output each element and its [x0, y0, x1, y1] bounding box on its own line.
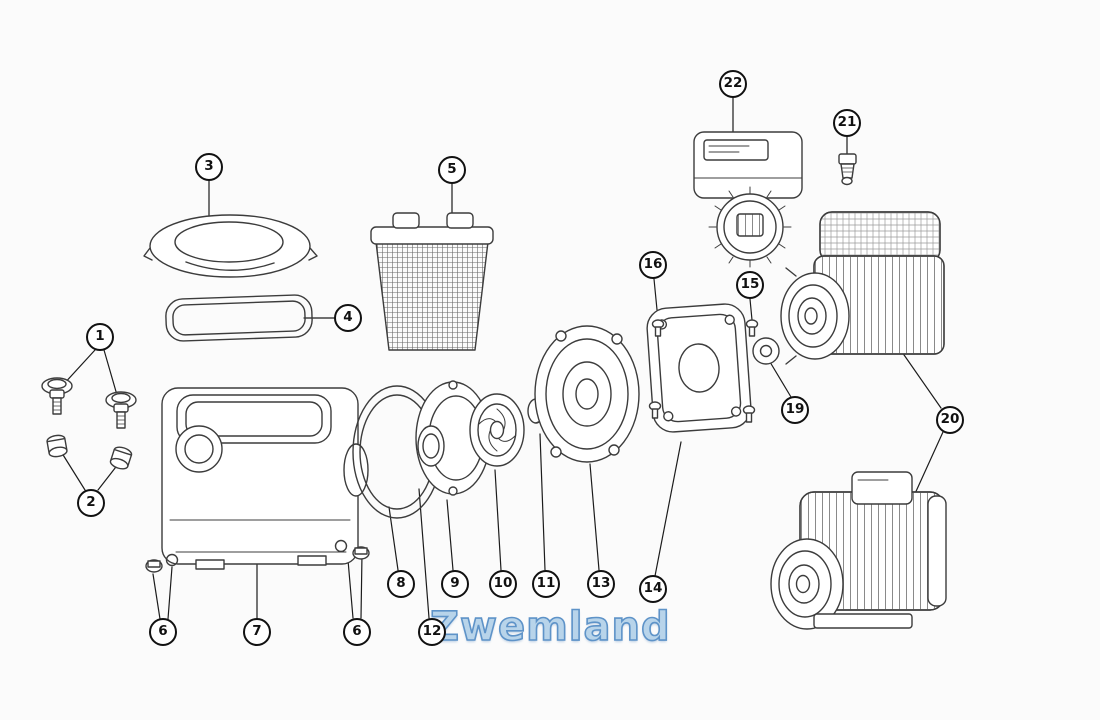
- watermark: Zwemland: [429, 603, 671, 651]
- callout-4: 4: [334, 304, 362, 332]
- callout-21: 21: [833, 109, 861, 137]
- part-lid-gasket-4: [165, 294, 313, 342]
- part-pump-housing-7: [161, 387, 369, 570]
- callout-7: 7: [243, 618, 271, 646]
- callout-3: 3: [195, 153, 223, 181]
- callout-6-right: 6: [343, 618, 371, 646]
- callout-19: 19: [781, 396, 809, 424]
- part-cable-gland-21: [838, 153, 857, 186]
- callout-22: 22: [719, 70, 747, 98]
- part-motor-bracket-14: [646, 303, 752, 433]
- callout-5: 5: [438, 156, 466, 184]
- part-lid-3: [143, 214, 318, 278]
- part-diffuser-9: [415, 380, 491, 496]
- part-impeller-10: [469, 393, 525, 467]
- part-drive-unit-22: [693, 131, 803, 268]
- callout-9: 9: [441, 570, 469, 598]
- callout-11: 11: [532, 570, 560, 598]
- leader-lines: [59, 97, 944, 620]
- callout-16: 16: [639, 251, 667, 279]
- callout-13: 13: [587, 570, 615, 598]
- callout-2: 2: [77, 489, 105, 517]
- callout-14: 14: [639, 575, 667, 603]
- part-knobs-1: [41, 377, 137, 429]
- part-basket-5: [370, 212, 494, 351]
- part-motor-20: [770, 471, 947, 630]
- part-seal-plate-13: [534, 325, 640, 463]
- callout-20: 20: [936, 406, 964, 434]
- callout-10: 10: [489, 570, 517, 598]
- callout-8: 8: [387, 570, 415, 598]
- part-seal-washer-19: [752, 337, 780, 365]
- part-drain-plugs-6: [145, 539, 370, 573]
- callout-15: 15: [736, 271, 764, 299]
- part-motor-vs-top: [780, 211, 945, 365]
- callout-6-left: 6: [149, 618, 177, 646]
- callout-12: 12: [418, 618, 446, 646]
- callout-1: 1: [86, 323, 114, 351]
- part-fittings-2: [45, 433, 134, 472]
